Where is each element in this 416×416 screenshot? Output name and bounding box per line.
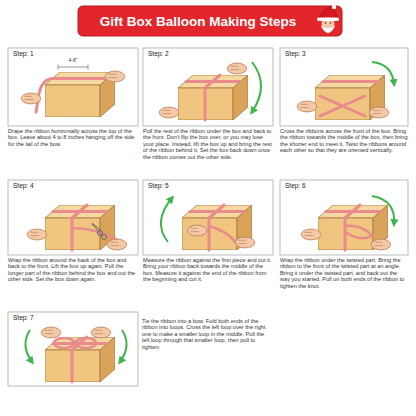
- step-label: Step: 3: [284, 50, 307, 57]
- step3-art: [297, 62, 394, 120]
- step6-art: [301, 196, 394, 250]
- step-label: Step: 7: [12, 314, 35, 321]
- step-description: Drape the ribbon horizontally across the…: [8, 128, 138, 147]
- step-label: Step: 1: [12, 50, 35, 57]
- step-panel: Step: 7 Tie the ribbon into a bow. Fold b…: [8, 312, 272, 388]
- title-text: Gift Box Balloon Making Steps: [100, 14, 297, 29]
- step2-art: [159, 62, 261, 120]
- step-description: Measure the ribbon against the first pie…: [143, 257, 273, 283]
- step-panel: Step: 3 Cross the ribbons across the fron…: [280, 48, 408, 180]
- step-panel: Step: 5 Measure the ribbon against the fi…: [143, 180, 273, 312]
- title-banner: [78, 6, 342, 36]
- step-description: Wrap the ribbon around the back of the b…: [8, 257, 138, 283]
- step-description: Tie the ribbon into a bow. Fold both end…: [142, 318, 270, 350]
- step-panel: Step: 2 Pull the rest of the ribbon under…: [143, 48, 273, 180]
- step-panel: Step: 1 Drape the ribbon horizontally acr…: [8, 48, 138, 180]
- step-description: Pull the rest of the ribbon under the bo…: [143, 128, 273, 160]
- step1-art: [21, 65, 125, 118]
- step-label: Step: 4: [12, 182, 35, 189]
- step7-art: [25, 327, 126, 382]
- step-label: Step: 6: [284, 182, 307, 189]
- dimension-label: 4-8": [67, 57, 78, 63]
- step-description: Wrap the ribbon under the twisted part. …: [280, 257, 408, 289]
- santa-icon: [317, 5, 339, 33]
- step-panel: Step: 6 Wrap the ribbon under the twisted…: [280, 180, 408, 312]
- step4-art: [27, 205, 127, 250]
- step5-art: [161, 198, 255, 250]
- step-panel: Step: 4 Wrap the ribbon around the back o…: [8, 180, 138, 312]
- step-frame: [8, 48, 408, 386]
- step-description: Cross the ribbons across the front of th…: [280, 128, 408, 154]
- step-label: Step: 5: [147, 182, 170, 189]
- step-label: Step: 2: [147, 50, 170, 57]
